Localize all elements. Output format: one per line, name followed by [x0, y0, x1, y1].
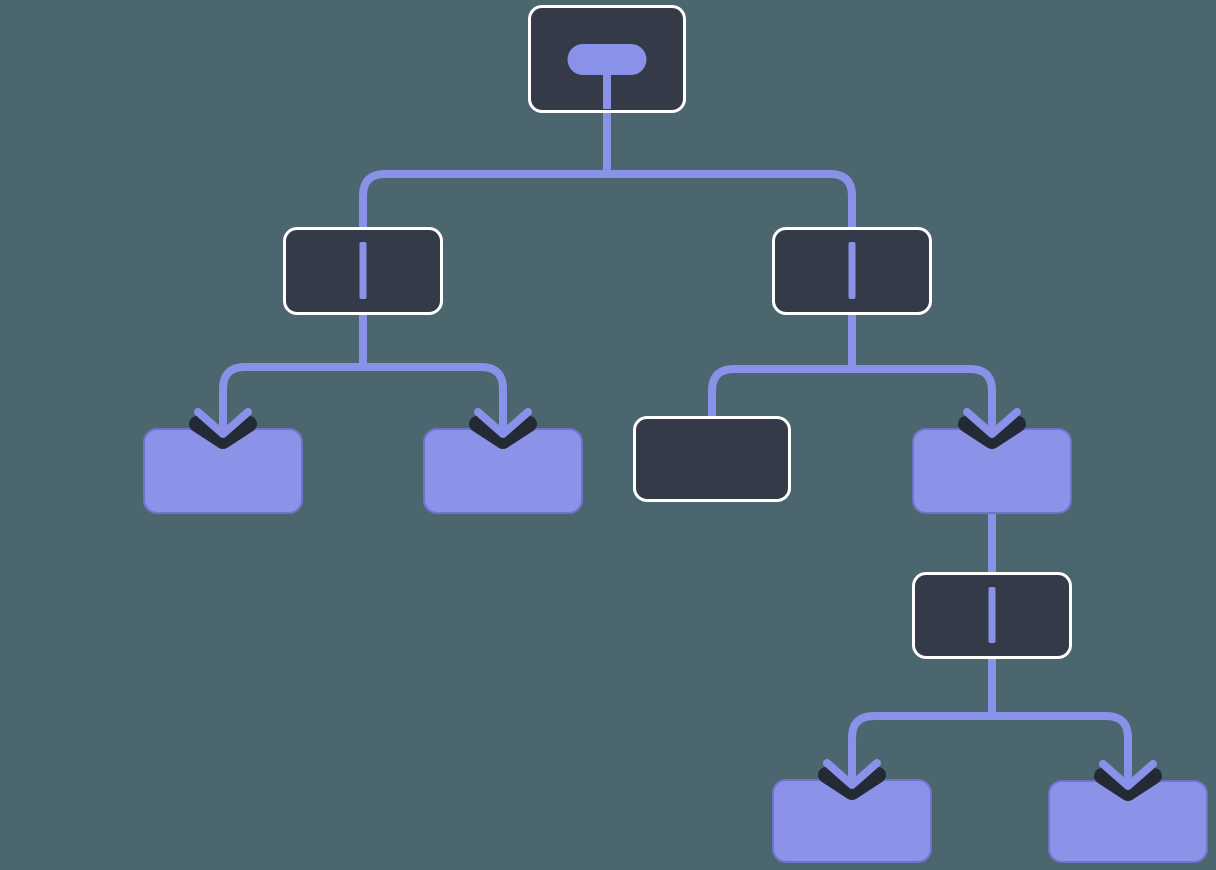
root-pill-stem-icon — [603, 68, 611, 109]
tree-node-leaf-4[interactable] — [1048, 780, 1208, 863]
tree-node-root[interactable] — [528, 5, 686, 113]
vertical-bar-icon — [848, 242, 856, 299]
vertical-bar-icon — [359, 242, 367, 299]
tree-node-leaf-2[interactable] — [423, 428, 583, 514]
tree-node-branch-left[interactable] — [283, 227, 443, 315]
tree-node-leaf-3[interactable] — [772, 779, 932, 863]
tree-node-leaf-1[interactable] — [143, 428, 303, 514]
vertical-bar-icon — [988, 587, 996, 643]
tree-connector — [359, 170, 856, 233]
tree-connector — [219, 363, 507, 432]
root-pill-icon — [567, 44, 647, 75]
tree-node-branch-right[interactable] — [772, 227, 932, 315]
tree-connector — [708, 365, 996, 432]
tree-connector — [848, 712, 1132, 784]
tree-node-mid-purple[interactable] — [912, 428, 1072, 514]
tree-node-dark-leaf[interactable] — [633, 416, 791, 502]
tree-node-pass-node[interactable] — [912, 572, 1072, 659]
